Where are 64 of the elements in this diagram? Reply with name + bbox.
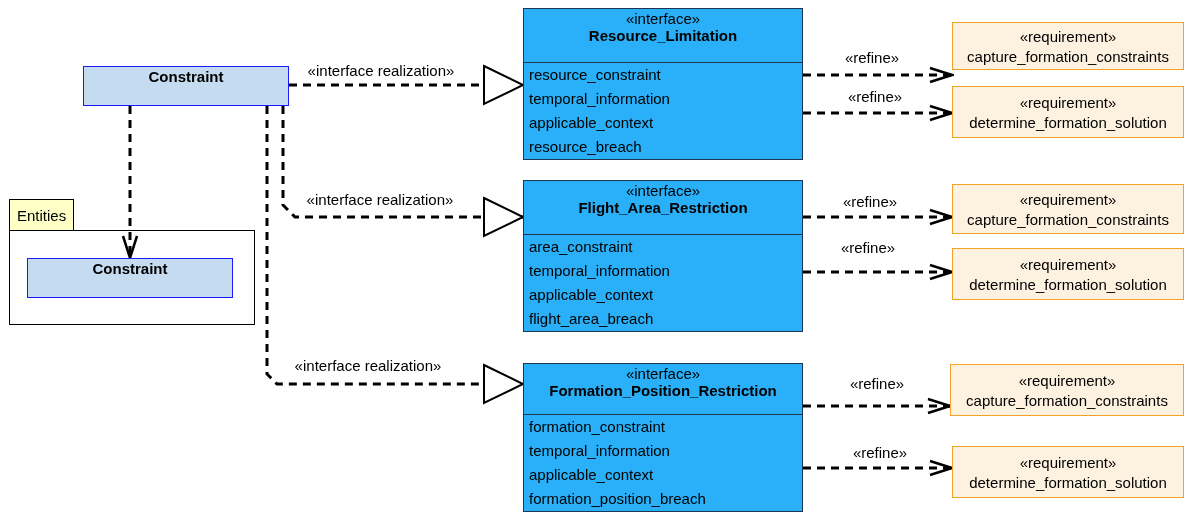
interface-box xyxy=(523,363,803,512)
requirement-name: capture_formation_constraints xyxy=(967,47,1169,65)
package xyxy=(9,199,255,325)
class-name: Constraint xyxy=(148,68,224,87)
requirement-box xyxy=(952,86,1184,138)
stereotype: «requirement» xyxy=(1018,371,1116,389)
realization-arrow xyxy=(289,65,524,105)
stereotype: «requirement» xyxy=(1019,27,1117,45)
attribute: flight_area_breach xyxy=(529,309,655,329)
edge-label: «refine» xyxy=(846,89,904,105)
requirement-name: determine_formation_solution xyxy=(969,473,1167,491)
edge-label: «refine» xyxy=(841,194,899,210)
attribute: applicable_context xyxy=(529,465,655,485)
stereotype: «requirement» xyxy=(1019,255,1117,273)
realization-arrow xyxy=(281,106,524,237)
stereotype: «interface» xyxy=(625,10,701,27)
attribute: formation_constraint xyxy=(529,417,666,437)
edge-label: «interface realization» xyxy=(305,192,455,208)
dependency-arrow xyxy=(121,106,139,260)
class-name: Constraint xyxy=(92,260,168,279)
interface-box xyxy=(523,8,803,160)
edge-label: «refine» xyxy=(851,445,909,461)
requirement-box xyxy=(950,364,1184,416)
requirement-box xyxy=(952,22,1184,70)
dependency-arrow xyxy=(803,208,954,226)
requirement-name: capture_formation_constraints xyxy=(966,391,1168,409)
interface-name: Formation_Position_Restriction xyxy=(549,382,777,399)
class-box xyxy=(27,258,233,298)
attribute: applicable_context xyxy=(529,285,655,305)
attribute: temporal_information xyxy=(529,441,671,461)
attribute: resource_constraint xyxy=(529,65,662,85)
stereotype: «requirement» xyxy=(1019,93,1117,111)
attribute: temporal_information xyxy=(529,261,671,281)
stereotype: «requirement» xyxy=(1019,190,1117,208)
requirement-box xyxy=(952,248,1184,300)
stereotype: «interface» xyxy=(625,182,701,199)
requirement-box xyxy=(952,184,1184,234)
requirement-box xyxy=(952,446,1184,498)
interface-name: Resource_Limitation xyxy=(588,27,738,44)
realization-arrow xyxy=(265,106,524,404)
attribute: temporal_information xyxy=(529,89,671,109)
package-name: Entities xyxy=(17,206,67,224)
attribute: formation_position_breach xyxy=(529,489,707,509)
dependency-arrow xyxy=(803,104,954,122)
dependency-arrow xyxy=(803,263,954,281)
interface-name: Flight_Area_Restriction xyxy=(578,199,748,216)
interface-box xyxy=(523,180,803,332)
edge-label: «refine» xyxy=(843,50,901,66)
edge-label: «refine» xyxy=(848,376,906,392)
requirement-name: determine_formation_solution xyxy=(969,275,1167,293)
class-box xyxy=(83,66,289,106)
edge-label: «refine» xyxy=(839,240,897,256)
dependency-arrow xyxy=(803,66,954,84)
dependency-arrow xyxy=(803,397,952,415)
attribute: resource_breach xyxy=(529,137,643,157)
dependency-arrow xyxy=(803,459,954,477)
requirement-name: capture_formation_constraints xyxy=(967,210,1169,228)
requirement-name: determine_formation_solution xyxy=(969,113,1167,131)
edge-label: «interface realization» xyxy=(306,63,456,79)
edge-label: «interface realization» xyxy=(293,358,443,374)
stereotype: «interface» xyxy=(625,365,701,382)
attribute: applicable_context xyxy=(529,113,655,133)
attribute: area_constraint xyxy=(529,237,634,257)
stereotype: «requirement» xyxy=(1019,453,1117,471)
